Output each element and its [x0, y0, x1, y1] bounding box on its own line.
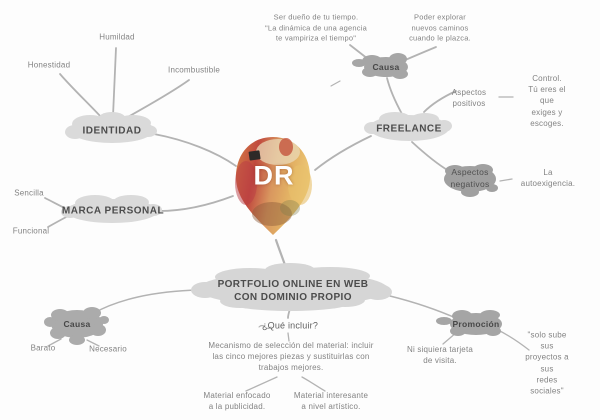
node-causa-top: Causa	[372, 62, 400, 73]
aspectos-negativos-splotch	[444, 164, 498, 197]
badge-initials: DR	[253, 160, 295, 191]
label-necesario: Necesario	[89, 344, 127, 354]
label-mecanismo: Mecanismo de selección del material: inc…	[208, 341, 374, 373]
marca-personal-cloud	[61, 195, 162, 223]
link-identidad-center	[153, 133, 237, 167]
link-incombustible-identidad	[127, 79, 190, 118]
freelance-cloud	[364, 112, 452, 141]
link-negativos-autoexigencia	[499, 178, 513, 182]
link-serdueno-causa	[349, 44, 369, 60]
badge-shade-left	[235, 161, 257, 205]
link-causa-freelance	[386, 77, 403, 115]
label-material-artistico: Material interesante a nivel artístico.	[293, 390, 369, 411]
promocion-splotch	[436, 310, 502, 336]
label-tarjeta: Ni siquiera tarjeta de visita.	[406, 344, 474, 365]
badge-figure-shape	[279, 138, 293, 156]
link-mecanismo-publicidad	[245, 376, 278, 392]
link-freelance-negativos	[411, 141, 450, 172]
label-honestidad: Honestidad	[27, 60, 71, 70]
node-freelance: FREELANCE	[376, 123, 442, 135]
label-barato: Barato	[30, 343, 56, 353]
label-aspectos-positivos: Aspectos positivos	[451, 87, 487, 108]
link-mecanismo-artistico	[301, 376, 326, 392]
link-causab-barato	[47, 338, 62, 347]
causa-bottom-splotch	[44, 307, 109, 345]
node-identidad: IDENTIDAD	[82, 125, 142, 137]
node-marca-personal: MARCA PERSONAL	[61, 205, 165, 217]
label-que-incluir: ¿Qué incluir?	[261, 320, 319, 331]
label-poder-explorar: Poder explorar nuevos caminos cuando le …	[409, 12, 471, 43]
label-control: Control. Tú eres el que exiges y escoges…	[528, 74, 566, 128]
link-causab-necesario	[86, 339, 100, 347]
identidad-cloud	[65, 112, 157, 143]
label-incombustible: Incombustible	[168, 65, 220, 75]
badge-shade-bottom	[252, 202, 292, 226]
label-sencilla: Sencilla	[14, 188, 44, 198]
node-promocion: Promoción	[452, 319, 500, 330]
label-humildad: Humildad	[99, 32, 135, 42]
node-portfolio: PORTFOLIO ONLINE EN WEB CON DOMINIO PROP…	[217, 279, 369, 303]
label-material-publicidad: Material enfocado a la publicidad.	[203, 390, 271, 411]
causa-top-splotch	[352, 53, 408, 79]
label-ser-dueno: Ser dueño de tu tiempo. "La dinámica de …	[265, 12, 367, 43]
badge-shade-right	[288, 165, 312, 205]
label-funcional: Funcional	[12, 226, 50, 236]
link-portfolio-causab	[93, 289, 200, 314]
link-poder-causa	[402, 46, 437, 62]
link-positivos-freelance	[423, 90, 457, 113]
badge-camera-icon	[248, 150, 261, 161]
badge-shade-olive	[280, 200, 300, 216]
link-marca-center	[158, 195, 234, 212]
link-humildad-identidad	[112, 47, 117, 117]
link-portfolio-promocion	[389, 295, 459, 320]
node-causa-bottom: Causa	[63, 319, 91, 330]
squiggle-queincluir	[258, 324, 272, 330]
tick-mark	[330, 80, 341, 87]
link-honestidad-identidad	[59, 73, 102, 118]
connector-lines	[44, 44, 530, 392]
link-freelance-center	[314, 135, 372, 171]
label-autoexigencia: La autoexigencia.	[520, 167, 576, 188]
node-aspectos-negativos: Aspectos negativos	[450, 167, 490, 189]
link-queincluir-mecanismo	[287, 332, 290, 342]
portfolio-cloud	[191, 263, 392, 311]
center-badge	[235, 137, 312, 235]
label-redes: "solo sube sus proyectos a sus redes soc…	[525, 330, 569, 396]
